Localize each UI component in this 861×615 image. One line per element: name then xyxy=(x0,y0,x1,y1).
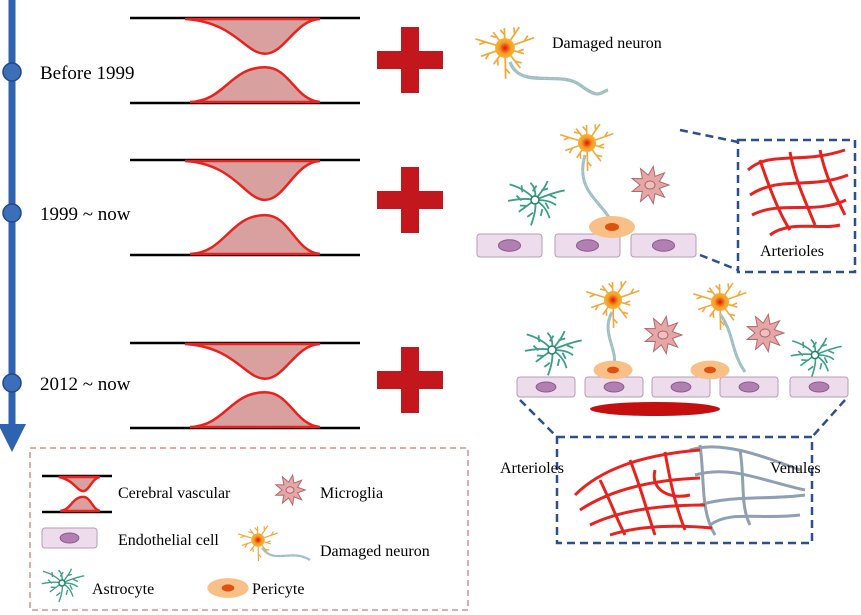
panel-1999-now xyxy=(476,123,697,258)
arteriole xyxy=(751,198,847,217)
arteriole xyxy=(788,151,817,226)
dashed-box xyxy=(555,435,814,545)
legend-vessel-icon xyxy=(42,474,112,514)
arteriole xyxy=(628,459,657,536)
arterioles-box xyxy=(679,128,857,274)
venule xyxy=(738,449,752,526)
venule xyxy=(699,493,806,507)
legend-pericyte: Pericyte xyxy=(252,581,304,598)
arterioles-network xyxy=(746,148,849,237)
astrocyte xyxy=(790,337,842,379)
vessel-constriction-top xyxy=(58,475,101,493)
astrocyte xyxy=(41,568,85,603)
timeline-label-2012-now: 2012 ~ now xyxy=(40,374,131,395)
timeline-label-1999-now: 1999 ~ now xyxy=(40,204,131,225)
venule xyxy=(709,513,801,527)
pericyte xyxy=(690,360,730,380)
legend-cerebral-vascular: Cerebral vascular xyxy=(118,485,231,502)
arterioles-venules-box xyxy=(519,399,846,545)
endothelial-cell xyxy=(554,233,621,258)
damaged-neuron xyxy=(693,282,747,373)
arteriole xyxy=(818,149,847,216)
vessel-before-1999 xyxy=(130,16,360,105)
endothelial-cell xyxy=(630,233,697,258)
damaged-neuron xyxy=(586,280,640,369)
arteriole xyxy=(758,159,792,231)
vessel-constriction-top xyxy=(184,159,321,202)
legend-endothelial-cell: Endothelial cell xyxy=(118,532,219,549)
legend-damaged-neuron: Damaged neuron xyxy=(320,543,430,560)
plus-icon xyxy=(377,167,443,233)
vessel-constriction-bottom xyxy=(59,495,101,513)
vessel-constriction-bottom xyxy=(189,66,321,104)
endothelial-cell xyxy=(584,376,644,398)
timeline xyxy=(0,0,26,452)
arteriole xyxy=(663,451,687,531)
astrocyte xyxy=(524,330,582,376)
vessel-constriction-top xyxy=(184,17,321,55)
arterioles-network xyxy=(573,448,713,537)
dashed-box xyxy=(736,138,857,274)
vessel-2012-now xyxy=(130,341,360,430)
damaged-neuron-label: Damaged neuron xyxy=(552,35,662,52)
arteriole xyxy=(573,448,701,497)
legend-astrocyte: Astrocyte xyxy=(92,581,154,598)
venules-label: Venules xyxy=(770,460,821,477)
vessel-constriction-top xyxy=(184,342,321,380)
endothelial-cell xyxy=(41,527,98,549)
arteriole xyxy=(609,524,713,537)
arteriole xyxy=(769,223,841,237)
arteriole xyxy=(746,148,846,172)
pericyte xyxy=(593,360,633,380)
legend xyxy=(29,447,469,611)
panel-2012-now xyxy=(516,280,849,416)
vessel-constriction-bottom xyxy=(189,213,321,256)
endothelial-cell xyxy=(651,376,711,398)
damaged-neuron xyxy=(475,26,609,96)
axon xyxy=(508,61,609,96)
microglia xyxy=(643,314,684,356)
damaged-neuron xyxy=(237,525,311,562)
bottom-arterioles-label: Arterioles xyxy=(500,460,564,477)
vessel-1999-now xyxy=(130,158,360,257)
arteriole xyxy=(579,476,701,512)
venules-network xyxy=(689,444,806,536)
endothelial-cell xyxy=(789,376,849,398)
timeline-dot xyxy=(2,62,22,82)
timeline-dot xyxy=(2,373,22,393)
endothelial-cell xyxy=(476,233,543,258)
microglia xyxy=(274,473,307,507)
hemorrhage xyxy=(590,402,720,416)
endothelial-cell xyxy=(719,376,779,398)
timeline-dot xyxy=(2,203,22,223)
plus-icon xyxy=(377,27,443,93)
arteriole xyxy=(652,469,691,498)
pericyte xyxy=(589,216,635,238)
microglia xyxy=(630,164,671,206)
microglia xyxy=(745,312,786,354)
vessel-constriction-bottom xyxy=(189,391,321,429)
arteriole xyxy=(749,173,849,197)
arteriole xyxy=(598,479,627,536)
astrocyte xyxy=(507,180,565,226)
arteriole xyxy=(589,503,706,527)
damaged-neuron xyxy=(560,123,614,223)
pericyte xyxy=(207,578,249,598)
plus-icon xyxy=(377,347,443,413)
legend-microglia: Microglia xyxy=(320,485,383,502)
timeline-label-before-1999: Before 1999 xyxy=(40,63,134,84)
venule xyxy=(694,470,806,492)
arterioles-label: Arterioles xyxy=(760,243,824,260)
endothelial-cell xyxy=(516,376,576,398)
